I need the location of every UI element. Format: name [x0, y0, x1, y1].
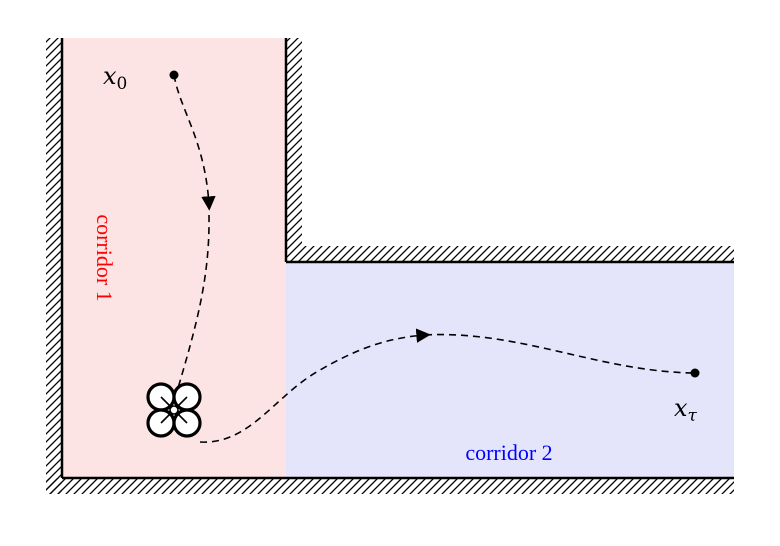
- corridor-2-region: [286, 262, 734, 478]
- wall-boundary: [60, 38, 734, 480]
- corridor-1-region: [62, 38, 286, 478]
- corridor-2-label: corridor 2: [465, 440, 552, 465]
- goal-point: [690, 368, 700, 378]
- start-point: [169, 70, 179, 80]
- wall-hatching: [46, 38, 734, 494]
- trajectory-segment-1: [173, 74, 216, 211]
- corridor-1-label: corridor 1: [92, 214, 117, 301]
- goal-label: xτ: [674, 394, 698, 426]
- trajectory-segment-3: [199, 328, 431, 443]
- trajectory-segment-4: [424, 333, 696, 374]
- quadrotor-icon: [146, 382, 202, 438]
- trajectory-segment-2: [175, 214, 210, 396]
- start-label: x0: [103, 62, 127, 94]
